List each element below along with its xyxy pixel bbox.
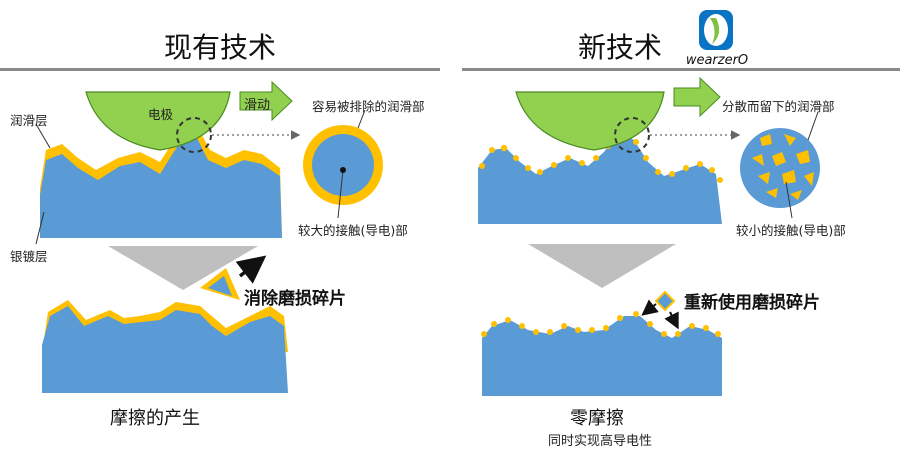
right-bottom-silver	[482, 316, 722, 396]
left-debris-silver	[208, 276, 232, 296]
right-result-label: 零摩擦	[570, 408, 624, 429]
left-title: 现有技术	[163, 31, 276, 64]
right-silver-layer	[478, 132, 722, 224]
right-zoom-dispersed-lubricant	[752, 134, 814, 200]
right-contact-highlight	[614, 117, 650, 153]
large-contact-label: 较大的接触(导电)部	[298, 223, 408, 238]
dispersed-lubricant-leader	[807, 111, 819, 141]
reuse-debris-label: 重新使用磨损碎片	[684, 293, 820, 313]
right-title-rule	[462, 68, 900, 71]
left-slide-arrow	[239, 80, 293, 122]
lubricant-layer-leader	[35, 123, 51, 149]
lubricant-layer-label: 润滑层	[10, 113, 48, 128]
small-contact-label: 较小的接触(导电)部	[736, 223, 846, 238]
right-result-sub-label: 同时实现高导电性	[548, 434, 653, 449]
reuse-arrow-back	[664, 311, 679, 330]
left-electrode	[85, 91, 231, 151]
left-zoom-silver-core	[312, 134, 374, 196]
large-contact-leader	[337, 169, 344, 219]
right-process-arrow	[528, 244, 676, 288]
large-contact-dot	[340, 167, 346, 173]
removed-lubricant-label: 容易被排除的润滑部	[312, 99, 425, 114]
sliding-label: 滑动	[244, 98, 271, 113]
right-slide-arrow	[673, 76, 721, 118]
removed-lubricant-leader	[357, 109, 366, 129]
right-zoom-silver-core	[740, 128, 820, 208]
right-electrode	[515, 91, 665, 151]
debris-remove-arrow	[235, 255, 267, 284]
silver-layer-leader	[35, 211, 45, 245]
left-silver-layer	[40, 136, 282, 238]
right-title: 新技术	[577, 31, 662, 64]
left-result-label: 摩擦的产生	[110, 408, 200, 429]
reuse-arrow-out	[641, 299, 659, 316]
dispersed-lubricant-label: 分散而留下的润滑部	[722, 99, 835, 114]
silver-layer-label: 银镀层	[10, 249, 48, 264]
small-contact-leader	[785, 181, 793, 219]
left-title-rule	[0, 68, 440, 71]
right-bottom-particles	[481, 311, 721, 337]
left-contact-highlight	[176, 117, 212, 153]
left-process-arrow	[108, 246, 258, 290]
remove-debris-label: 消除磨损碎片	[244, 289, 346, 309]
logo-emblem-icon: wearzerO	[686, 10, 748, 68]
electrode-label: 电极	[148, 107, 174, 122]
wearzero-logo: wearzerO	[672, 8, 762, 70]
logo-text: wearzerO	[686, 53, 748, 68]
reuse-debris-particle	[654, 290, 676, 312]
left-bottom-silver	[42, 306, 288, 393]
